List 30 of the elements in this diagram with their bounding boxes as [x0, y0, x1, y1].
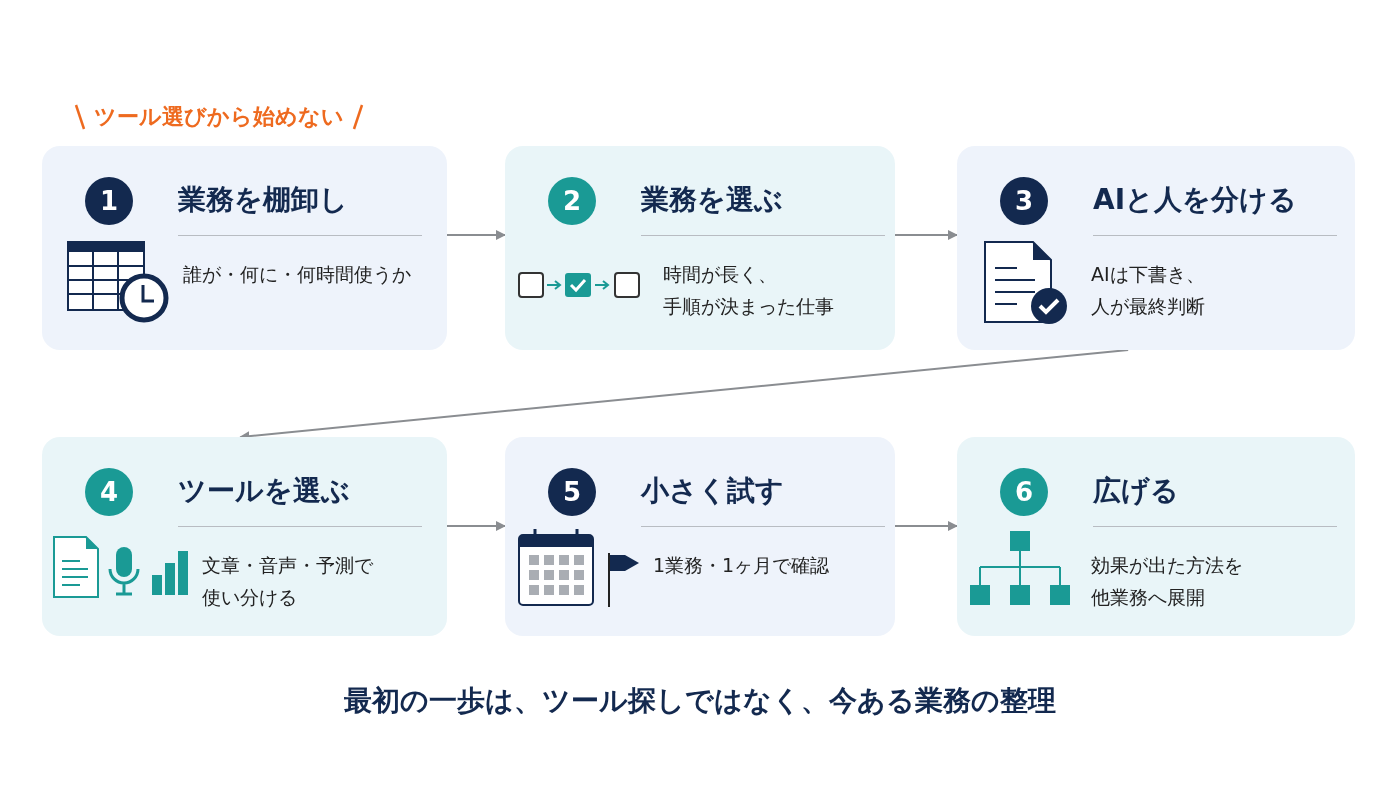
step-number: 1: [85, 177, 133, 225]
step-title: 小さく試す: [641, 473, 784, 509]
step-title: 広げる: [1093, 473, 1179, 509]
step-card: [42, 437, 447, 636]
step-card: [505, 146, 895, 350]
caption: 最初の一歩は、ツール探しではなく、今ある業務の整理: [343, 683, 1057, 719]
step-card: [957, 146, 1355, 350]
arrow: [446, 230, 506, 240]
step-description: AIは下書き、人が最終判断: [1091, 262, 1206, 319]
step-description: 1業務・1ヶ月で確認: [653, 553, 831, 578]
step-card: [42, 146, 447, 350]
note-text: ツール選びから始めない: [94, 103, 344, 131]
step-number: 6: [1000, 468, 1048, 516]
step-title: 業務を選ぶ: [641, 182, 783, 218]
step-title: ツールを選ぶ: [178, 473, 350, 509]
step-number: 5: [548, 468, 596, 516]
arrow: [894, 521, 958, 531]
step-card: [957, 437, 1355, 636]
step-number: 3: [1000, 177, 1048, 225]
step-description: 文章・音声・予測で使い分ける: [202, 553, 374, 610]
step-card: [505, 437, 895, 636]
step-title: AIと人を分ける: [1093, 182, 1298, 218]
arrow: [894, 230, 958, 240]
step-number: 4: [85, 468, 133, 516]
step-number: 2: [548, 177, 596, 225]
step-title: 業務を棚卸し: [178, 182, 348, 218]
step-description: 誰が・何に・何時間使うか: [183, 262, 412, 287]
arrow: [446, 521, 506, 531]
step-description: 時間が長く、手順が決まった仕事: [663, 262, 835, 319]
step-description: 効果が出た方法を他業務へ展開: [1091, 553, 1244, 610]
